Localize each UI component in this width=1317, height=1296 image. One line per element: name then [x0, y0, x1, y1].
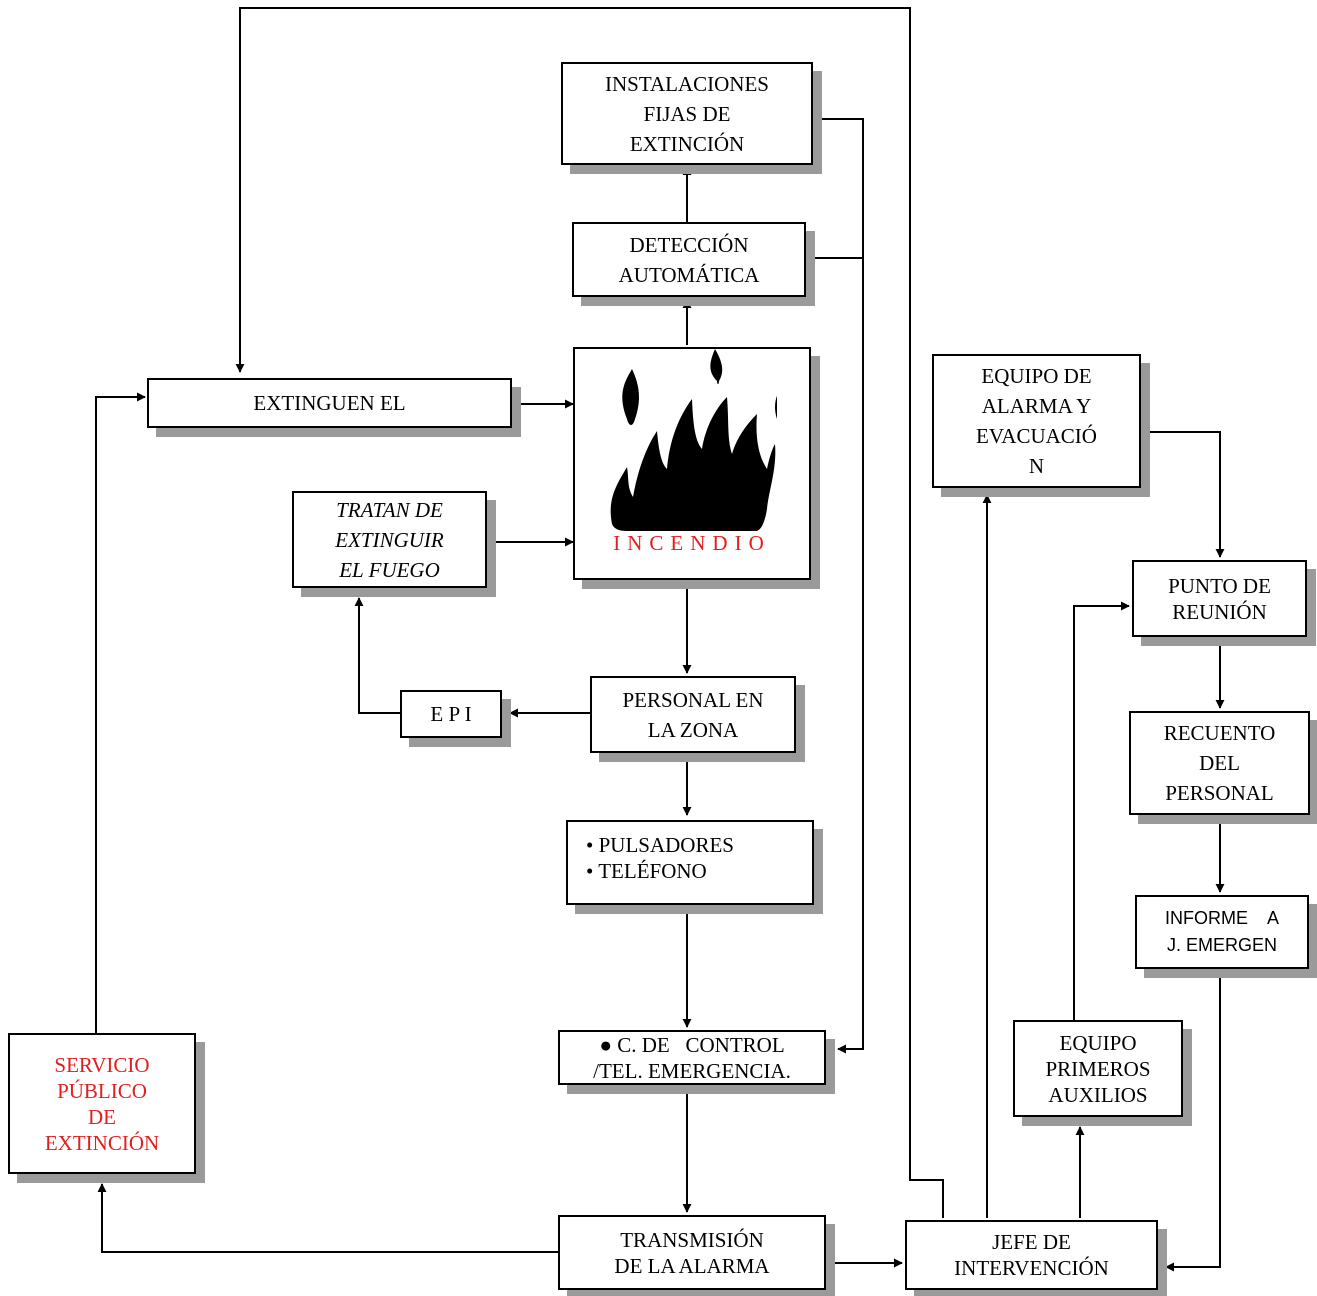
arrow-equipo-alarma-to-punto	[1141, 431, 1225, 558]
instalaciones-fijas-box: INSTALACIONES FIJAS DE EXTINCIÓN	[561, 62, 813, 165]
arrow-epi-to-tratan	[354, 597, 400, 714]
arrow-instalaciones-to-control	[813, 118, 864, 1054]
incendio-box: INCENDIO	[573, 347, 811, 580]
transmision-alarma-box: TRANSMISIÓN DE LA ALARMA	[558, 1215, 826, 1290]
deteccion-automatica-box: DETECCIÓN AUTOMÁTICA	[572, 222, 806, 297]
jefe-intervencion-box: JEFE DE INTERVENCIÓN	[905, 1220, 1158, 1290]
punto-reunion-box: PUNTO DE REUNIÓN	[1132, 560, 1307, 637]
arrow-servicio-to-extinguen	[95, 392, 146, 1033]
tratan-extinguir-box: TRATAN DE EXTINGUIR EL FUEGO	[292, 491, 487, 588]
personal-zona-box: PERSONAL EN LA ZONA	[590, 676, 796, 753]
primeros-auxilios-box: EQUIPO PRIMEROS AUXILIOS	[1013, 1020, 1183, 1117]
centro-control-box: ● C. DE CONTROL /TEL. EMERGENCIA.	[558, 1030, 826, 1085]
extinguen-box: EXTINGUEN EL	[147, 378, 512, 428]
epi-box: E P I	[400, 690, 502, 738]
arrow-jefe-to-extinguen	[235, 7, 944, 1218]
pulsadores-telefono-box: • PULSADORES • TELÉFONO	[566, 820, 814, 905]
informe-jefe-box: INFORME A J. EMERGEN	[1135, 895, 1309, 969]
flame-icon	[610, 349, 777, 531]
equipo-alarma-box: EQUIPO DE ALARMA Y EVACUACIÓ N	[932, 354, 1141, 488]
recuento-personal-box: RECUENTO DEL PERSONAL	[1129, 711, 1310, 815]
arrow-primeros-to-punto	[1073, 601, 1130, 1020]
arrow-informe-to-jefe	[1165, 974, 1221, 1272]
incendio-label: INCENDIO	[613, 531, 771, 555]
arrow-transmision-to-servicio	[97, 1183, 558, 1253]
servicio-publico-box: SERVICIO PÚBLICO DE EXTINCIÓN	[8, 1033, 196, 1174]
